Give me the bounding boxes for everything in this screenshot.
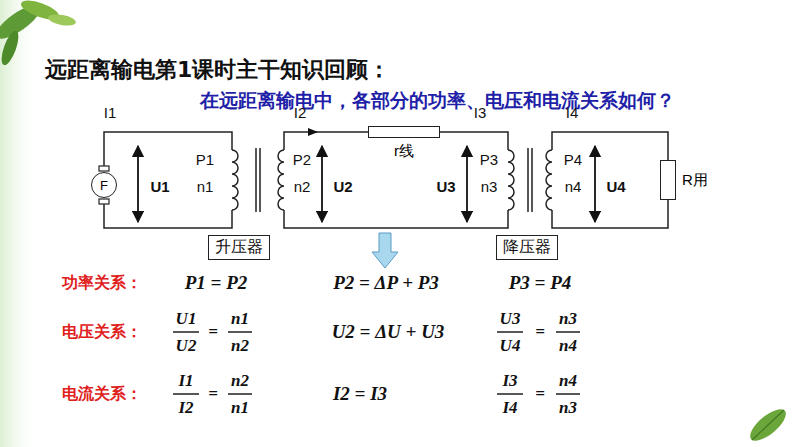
wire: [552, 200, 668, 228]
brush: [99, 199, 109, 204]
voltage-label: U2: [333, 179, 352, 196]
numerator: n4: [559, 372, 577, 391]
current-label: I2: [294, 105, 307, 122]
primary-coil: [508, 150, 514, 210]
denominator: I2: [178, 399, 193, 418]
brush: [99, 166, 109, 171]
denominator: n4: [559, 337, 577, 356]
formula: P2 = ΔP + P3: [333, 273, 439, 294]
transformer-box: 降压器: [496, 235, 558, 260]
wire: [284, 132, 368, 150]
formula: P3 = P4: [509, 273, 572, 294]
voltage-arrow: [321, 146, 323, 222]
fraction-bar: [228, 393, 252, 394]
numerator: I3: [502, 372, 517, 391]
current-label: I4: [566, 105, 579, 122]
node-label: r线: [394, 142, 414, 161]
leaf: [47, 13, 76, 28]
node-label: 降压器: [503, 237, 551, 256]
wires: [104, 132, 668, 228]
numerator: U3: [500, 310, 521, 329]
wire: [284, 210, 508, 228]
row-heading: 电压关系：: [62, 323, 142, 341]
fraction-bar: [497, 393, 523, 394]
leaf: [745, 404, 790, 446]
wire: [104, 132, 232, 171]
numerator: U1: [176, 310, 197, 329]
transformer-box: 升压器: [208, 235, 270, 260]
current-arrow: [308, 128, 318, 136]
numerator: I1: [178, 372, 193, 391]
node-label: 升压器: [215, 237, 263, 256]
wire: [104, 199, 232, 228]
voltage-label: U1: [150, 179, 169, 196]
fraction-bar: [173, 331, 199, 332]
resistor-symbol: [660, 160, 676, 200]
leaf-vein: [752, 410, 784, 440]
fraction-bar: [173, 393, 199, 394]
numerator: n1: [231, 310, 249, 329]
turns-label: n2: [294, 179, 311, 196]
power-label: P4: [564, 152, 582, 169]
generator-circle: F: [91, 172, 117, 198]
current-label: I3: [474, 105, 487, 122]
subtitle: 在远距离输电中，各部分的功率、电压和电流关系如何？: [200, 90, 675, 111]
numerator: n3: [559, 310, 577, 329]
power-label: P2: [293, 152, 311, 169]
equals-sign: =: [208, 323, 218, 342]
node-label: R用: [682, 171, 708, 190]
wire: [440, 132, 508, 150]
block-arrow: [372, 233, 398, 268]
voltage-arrow: [466, 146, 468, 222]
equals-sign: =: [535, 385, 545, 404]
secondary-coil: [546, 150, 552, 210]
formula: I2 = I3: [333, 384, 387, 405]
primary-coil: [232, 150, 238, 210]
fraction-bar: [497, 331, 523, 332]
power-label: P3: [480, 152, 498, 169]
formula: U2 = ΔU + U3: [332, 322, 445, 343]
voltage-arrow: [137, 146, 139, 222]
voltage-arrow: [594, 146, 596, 222]
voltage-arrows: [138, 146, 595, 222]
row-heading: 电流关系：: [62, 385, 142, 403]
denominator: n1: [231, 399, 249, 418]
equals-sign: =: [208, 385, 218, 404]
line-resistor: r线: [368, 126, 440, 161]
secondary-coil: [278, 150, 284, 210]
iron-core: [528, 148, 532, 212]
denominator: n2: [231, 337, 249, 356]
edge-tint: [0, 0, 40, 447]
fraction-bar: [228, 331, 252, 332]
node-label: F: [100, 178, 108, 193]
denominator: n3: [559, 399, 577, 418]
resistor-symbol: [368, 126, 440, 138]
fraction-bar: [556, 393, 580, 394]
denominator: U2: [176, 337, 197, 356]
turns-label: n1: [197, 179, 214, 196]
row-heading: 功率关系：: [62, 274, 142, 292]
denominator: U4: [500, 337, 521, 356]
leaf: [0, 29, 22, 67]
turns-label: n3: [481, 179, 498, 196]
fraction-bar: [556, 331, 580, 332]
load-resistor: R用: [660, 160, 708, 200]
turns-label: n4: [565, 179, 582, 196]
iron-core: [256, 148, 260, 212]
voltage-label: U3: [436, 179, 455, 196]
voltage-label: U4: [606, 179, 625, 196]
formula: P1 = P2: [185, 273, 248, 294]
numerator: n2: [231, 372, 249, 391]
equals-sign: =: [535, 323, 545, 342]
current-label: I1: [104, 105, 117, 122]
power-label: P1: [196, 152, 214, 169]
denominator: I4: [502, 399, 517, 418]
slide-title: 远距离输电第1课时主干知识回顾：: [45, 55, 390, 85]
